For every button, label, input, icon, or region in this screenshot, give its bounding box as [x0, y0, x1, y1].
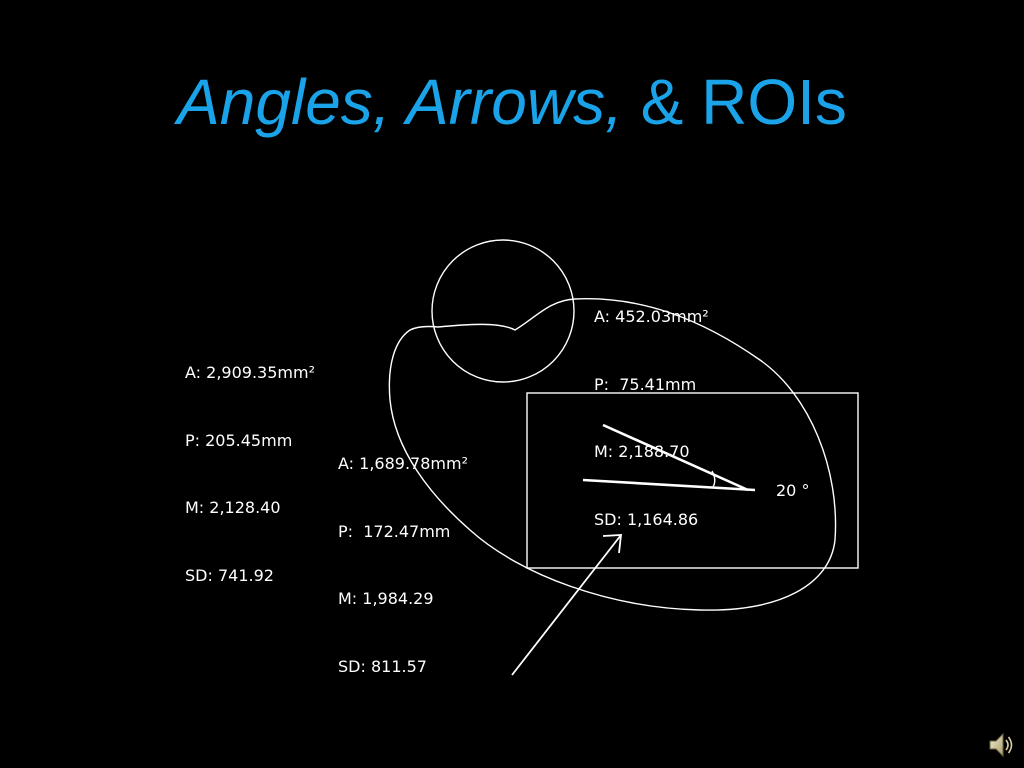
angle-upper-arm: [602, 423, 749, 492]
arrow-head: [602, 534, 623, 554]
large-roi-area: A: 2,909.35mm²: [185, 363, 315, 382]
inner-roi-sd: SD: 811.57: [338, 656, 427, 676]
circle-roi-measurements: A: 452.03mm² P: 75.41mm M: 2,188.70 SD: …: [594, 261, 709, 576]
circle-roi-perimeter: P: 75.41mm: [594, 374, 697, 394]
large-roi-sd: SD: 741.92: [185, 565, 274, 585]
arrow-shaft: [511, 534, 622, 676]
inner-roi-perimeter: P: 172.47mm: [338, 521, 451, 541]
inner-roi-area: A: 1,689.78mm²: [338, 454, 468, 473]
slide-title-plain: & ROIs: [622, 66, 847, 138]
slide-title: Angles, Arrows, & ROIs: [0, 62, 1024, 142]
circle-roi-sd: SD: 1,164.86: [594, 509, 699, 529]
inner-roi-measurements: A: 1,689.78mm² P: 172.47mm M: 1,984.29 S…: [338, 408, 468, 723]
angle-label: 20 °: [776, 481, 810, 500]
angle-arc: [711, 470, 716, 488]
freehand-roi: [388, 298, 837, 611]
slide-title-italic: Angles, Arrows,: [177, 66, 623, 138]
large-roi-perimeter: P: 205.45mm: [185, 430, 293, 450]
inner-roi-mean: M: 1,984.29: [338, 589, 434, 608]
rectangle-roi: [526, 392, 859, 569]
circle-roi: [431, 239, 575, 383]
large-roi-mean: M: 2,128.40: [185, 498, 281, 517]
large-roi-measurements: A: 2,909.35mm² P: 205.45mm M: 2,128.40 S…: [185, 317, 315, 632]
circle-roi-mean: M: 2,188.70: [594, 442, 690, 461]
circle-roi-area: A: 452.03mm²: [594, 307, 709, 326]
angle-lower-arm: [582, 478, 756, 492]
speaker-icon[interactable]: [986, 730, 1016, 760]
